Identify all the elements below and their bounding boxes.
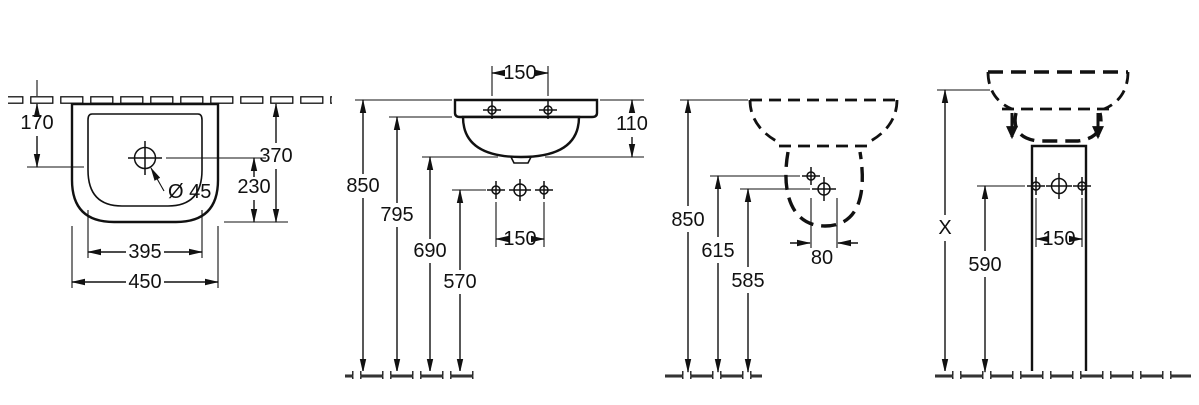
pedestal-outline <box>1030 144 1088 372</box>
dim-690: 690 <box>413 156 498 373</box>
dim-label-395: 395 <box>128 241 161 263</box>
dim-150-fixing-pitch: 150 <box>495 202 545 250</box>
dim-585: 585 <box>731 188 810 373</box>
dim-615: 615 <box>701 175 800 373</box>
floor-hatch <box>935 371 1191 379</box>
dim-370: 370 <box>224 103 293 223</box>
basin-bowl-front <box>461 115 581 159</box>
drain-detail <box>510 156 532 164</box>
dim-590: 590 <box>968 185 1025 373</box>
dim-80: 80 <box>790 198 858 269</box>
fixing-hole-crosshair-icon <box>535 181 553 199</box>
dim-tap-hole-diameter: Ø 45 <box>150 167 211 203</box>
fixing-hole-crosshair-icon <box>812 177 836 201</box>
fixing-hole-crosshair-icon <box>1073 177 1091 195</box>
wall-hatch <box>8 96 332 104</box>
dim-label-615: 615 <box>701 240 734 262</box>
dim-label-170: 170 <box>20 112 53 134</box>
fixing-hole-crosshair-icon <box>487 181 505 199</box>
dim-170: 170 <box>20 80 84 168</box>
dim-395: 395 <box>87 210 203 263</box>
floor-hatch <box>345 371 479 379</box>
dim-230: 230 <box>166 157 271 223</box>
hidden-basin-dashed-outline <box>986 70 1130 143</box>
dim-label-850-side: 850 <box>671 209 704 231</box>
tap-hole-crosshair-icon <box>539 101 557 119</box>
fixing-hole-crosshair-icon <box>1046 173 1072 199</box>
dim-label-570: 570 <box>443 271 476 293</box>
dim-850-side: 850 <box>671 99 748 373</box>
dim-label-850-front: 850 <box>346 175 379 197</box>
dim-label-795: 795 <box>380 204 413 226</box>
dim-label-150-fixing-pitch: 150 <box>503 228 536 250</box>
tap-hole-diameter-label: Ø 45 <box>168 181 211 203</box>
dim-label-150-tap-pitch: 150 <box>503 62 536 84</box>
dim-150-pedestal: 150 <box>1035 198 1083 250</box>
view-top: Ø 45 170 370 230 395 <box>8 80 332 293</box>
fixing-hole-crosshair-icon <box>802 167 820 185</box>
dim-label-585: 585 <box>731 270 764 292</box>
dim-label-590: 590 <box>968 254 1001 276</box>
dim-label-690: 690 <box>413 240 446 262</box>
dim-570: 570 <box>443 189 486 373</box>
dim-450: 450 <box>71 226 219 293</box>
dim-label-110: 110 <box>616 113 648 135</box>
fixing-hole-crosshair-icon <box>509 179 531 201</box>
dim-label-450: 450 <box>128 271 161 293</box>
tap-hole-crosshair-icon <box>128 141 162 175</box>
basin-rim-front <box>453 98 599 119</box>
dim-label-230: 230 <box>237 176 270 198</box>
hidden-basin-dashed-outline <box>748 98 899 228</box>
dim-label-370: 370 <box>259 145 292 167</box>
dim-x: X <box>937 89 990 373</box>
dim-850-front: 850 <box>346 99 452 373</box>
view-side: 850 615 585 80 <box>665 98 899 379</box>
floor-hatch <box>665 371 762 379</box>
view-front: 150 110 850 795 690 <box>345 62 648 379</box>
tap-hole-crosshair-icon <box>483 101 501 119</box>
dim-label-x: X <box>938 217 951 239</box>
dim-110: 110 <box>545 99 648 158</box>
view-pedestal: X 590 150 <box>935 70 1191 379</box>
dim-150-tap-pitch: 150 <box>491 62 549 96</box>
fixing-hole-crosshair-icon <box>1027 177 1045 195</box>
dim-label-150-pedestal: 150 <box>1042 228 1075 250</box>
basin-bowl-outline-top <box>87 113 203 207</box>
dim-label-80: 80 <box>811 247 833 269</box>
dim-795: 795 <box>380 116 452 373</box>
